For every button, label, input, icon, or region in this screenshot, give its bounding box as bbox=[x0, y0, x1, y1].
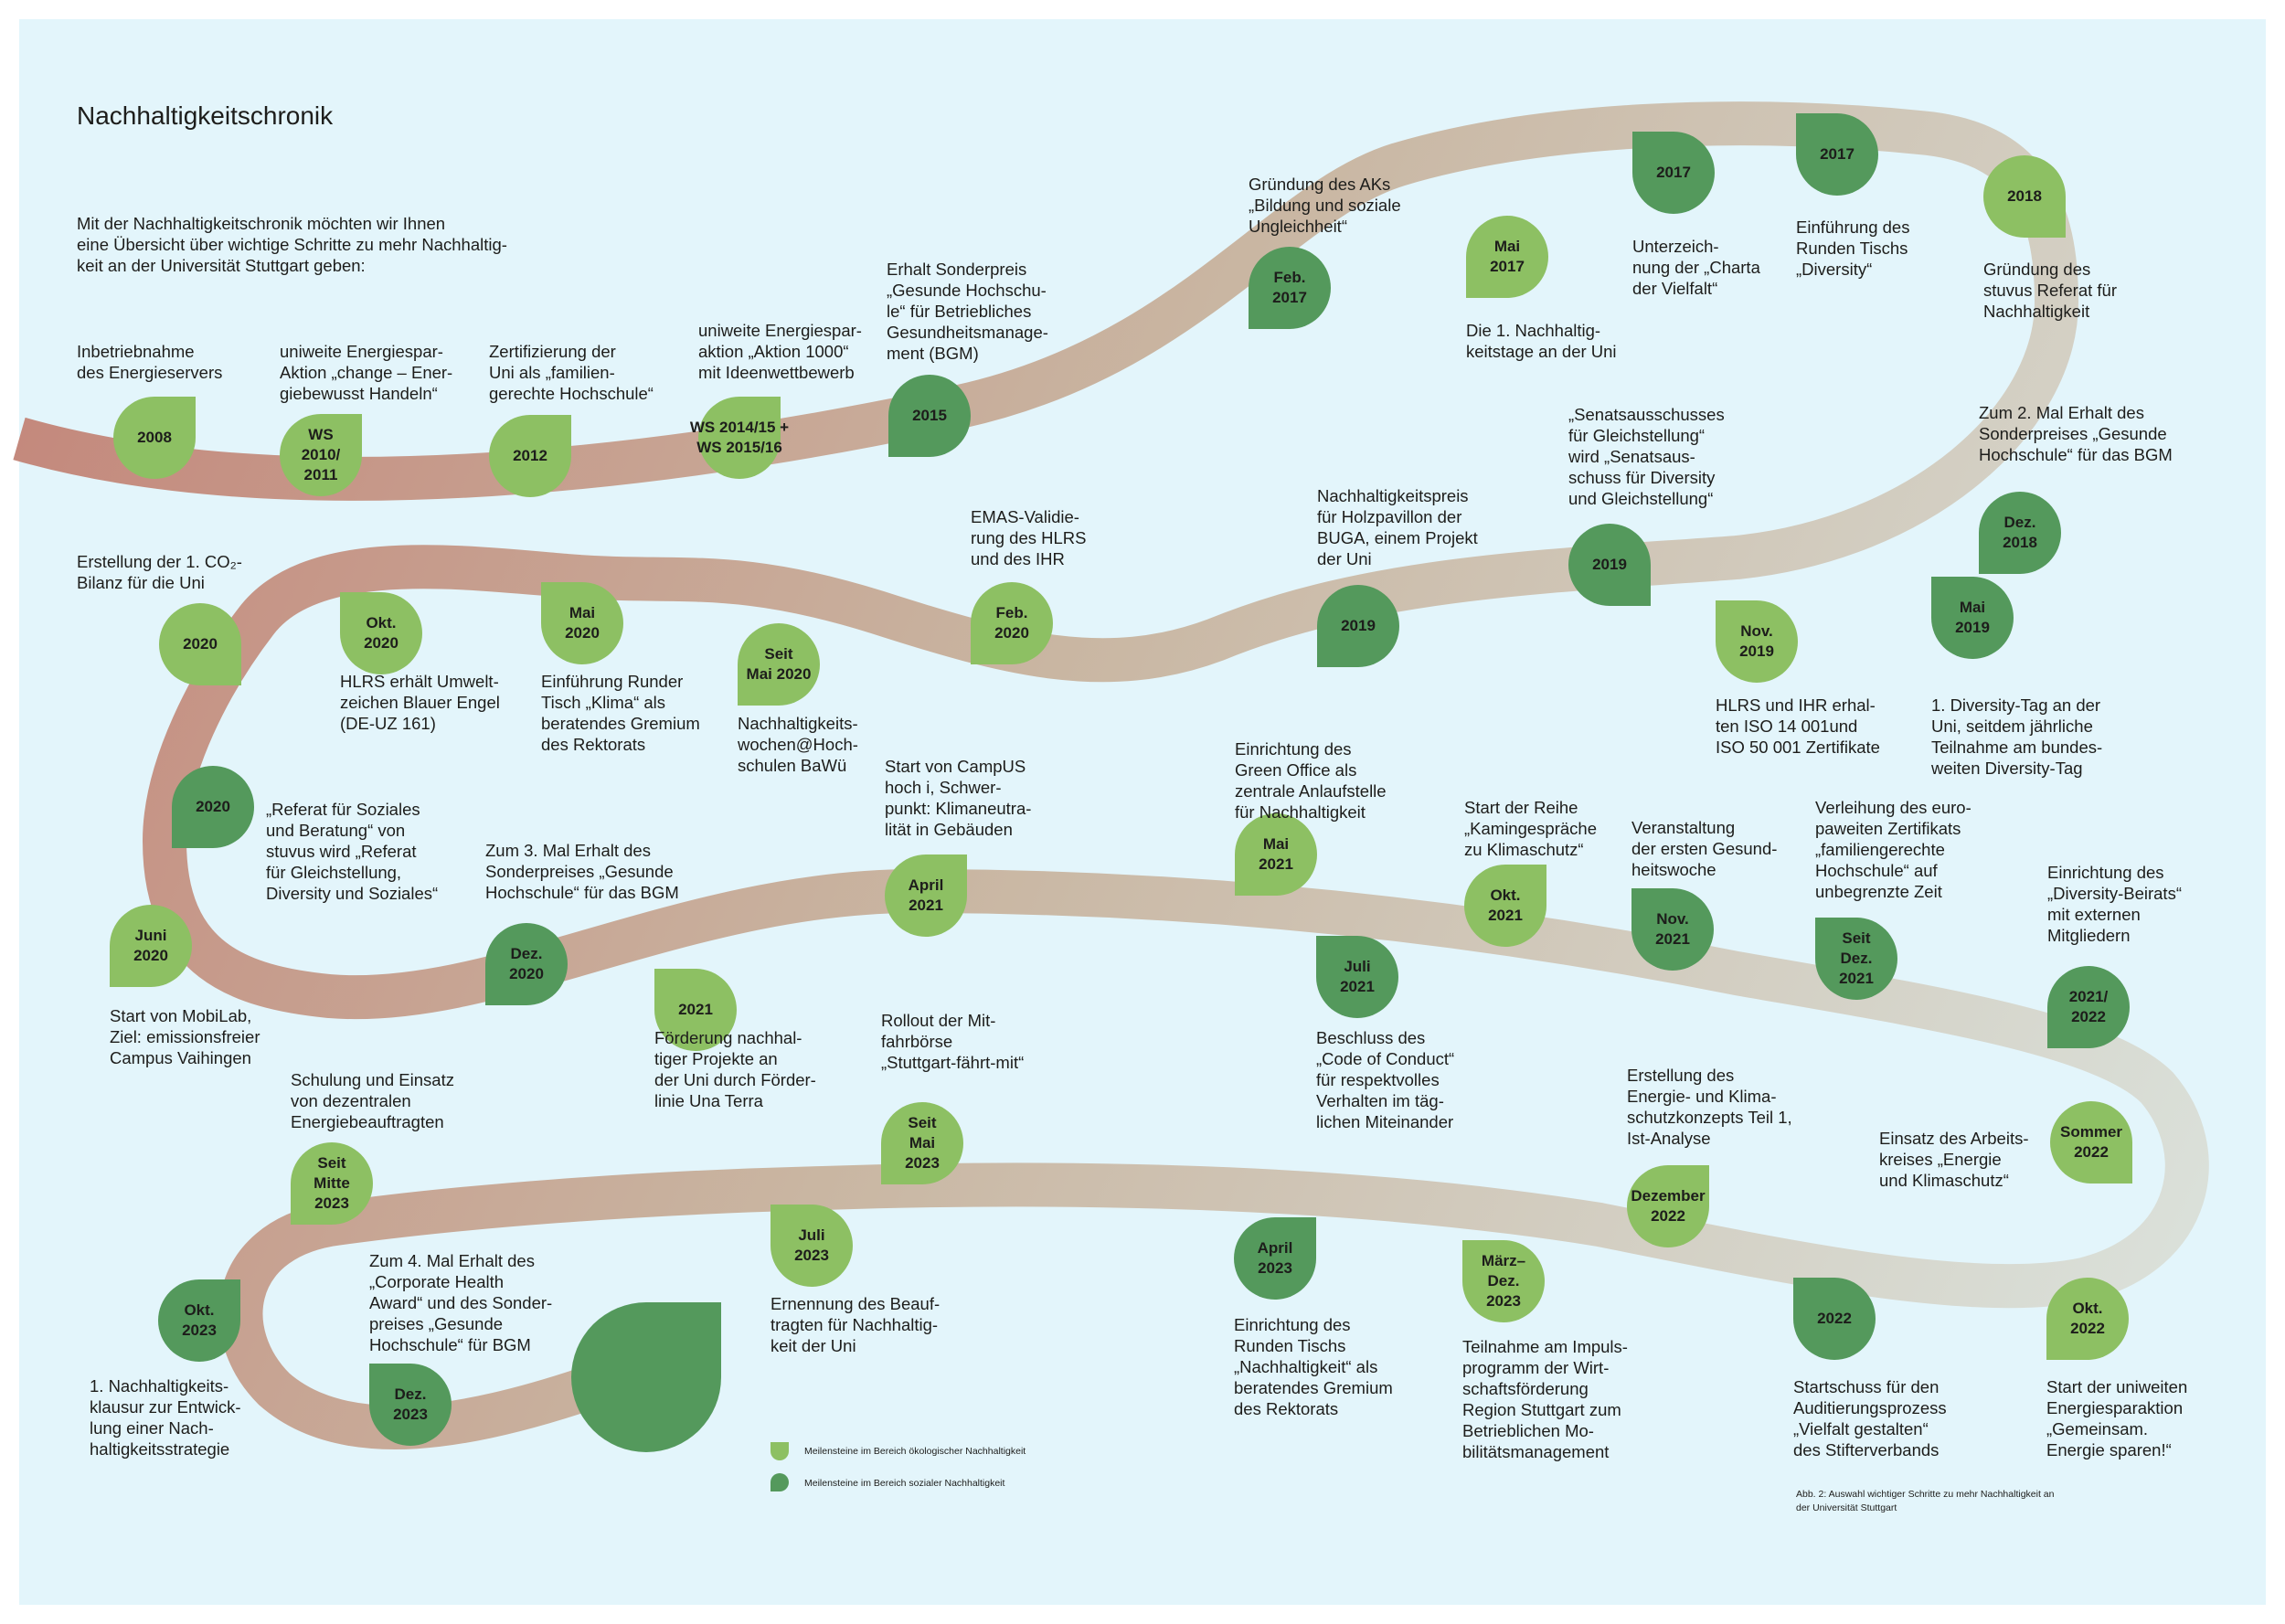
legend-ecological-label: Meilensteine im Bereich ökologischer Nac… bbox=[804, 1446, 1026, 1457]
intro-text: Mit der Nachhaltigkeitschronik möchten w… bbox=[77, 214, 507, 275]
milestone-marker: 2022 bbox=[1793, 1278, 1876, 1360]
milestone-description: uniweite Energiespar- Aktion „change – E… bbox=[280, 342, 453, 403]
milestone-description: Zum 3. Mal Erhalt des Sonderpreises „Ges… bbox=[485, 841, 679, 902]
milestone-marker: Mai 2017 bbox=[1466, 216, 1548, 298]
chronicle-panel bbox=[19, 19, 2266, 1605]
milestone-marker: Juli 2021 bbox=[1316, 936, 1398, 1018]
figure-caption: Abb. 2: Auswahl wichtiger Schritte zu me… bbox=[1796, 1489, 2055, 1513]
milestone-marker: Okt. 2021 bbox=[1464, 865, 1546, 947]
milestone-description: Nachhaltigkeits- wochen@Hoch- schulen Ba… bbox=[738, 714, 858, 775]
milestone-marker: 2021/ 2022 bbox=[2047, 966, 2130, 1048]
milestone-description: HLRS erhält Umwelt- zeichen Blauer Engel… bbox=[340, 672, 500, 733]
milestone-description: Inbetriebnahme des Energieservers bbox=[77, 342, 223, 382]
milestone-description: Zertifizierung der Uni als „familien- ge… bbox=[489, 342, 654, 403]
milestone-marker: Dez. 2020 bbox=[485, 923, 568, 1005]
milestone-description: Gründung des AKs „Bildung und soziale Un… bbox=[1249, 175, 1401, 236]
milestone-marker: Okt. 2023 bbox=[158, 1279, 240, 1362]
milestone-marker: Feb. 2017 bbox=[1249, 247, 1331, 329]
milestone-description: „Senatsausschusses für Gleichstellung“ w… bbox=[1568, 405, 1725, 508]
milestone-description: Rollout der Mit- fahrbörse „Stuttgart-fä… bbox=[881, 1011, 1025, 1072]
milestone-marker: 2017 bbox=[1796, 113, 1878, 196]
milestone-marker: Sommer 2022 bbox=[2050, 1101, 2132, 1184]
milestone-description: Nachhaltigkeitspreis für Holzpavillon de… bbox=[1317, 486, 1478, 568]
milestone-marker: 2015 bbox=[888, 375, 971, 457]
milestone-description: 1. Diversity-Tag an der Uni, seitdem jäh… bbox=[1931, 695, 2103, 778]
milestone-description: Veranstaltung der ersten Gesund- heitswo… bbox=[1631, 818, 1778, 879]
milestone-marker: Okt. 2020 bbox=[340, 592, 422, 674]
milestone-marker: 2019 bbox=[1568, 524, 1651, 606]
milestone-marker: 2008 bbox=[113, 397, 196, 479]
milestone-marker: Dez. 2023 bbox=[369, 1364, 452, 1446]
milestone-marker: April 2023 bbox=[1234, 1217, 1316, 1300]
page-title: Nachhaltigkeitschronik bbox=[77, 101, 334, 130]
milestone-description: Einführung des Runden Tischs „Diversity“ bbox=[1796, 218, 1910, 279]
milestone-description: Start der uniweiten Energiesparaktion „G… bbox=[2046, 1377, 2188, 1459]
milestone-description: Einführung Runder Tisch „Klima“ als bera… bbox=[541, 672, 700, 754]
milestone-marker: März– Dez. 2023 bbox=[1462, 1240, 1545, 1322]
milestone-description: Teilnahme am Impuls- programm der Wirt- … bbox=[1462, 1337, 1628, 1461]
milestone-description: Schulung und Einsatz von dezentralen Ene… bbox=[291, 1070, 454, 1131]
milestone-marker: Okt. 2022 bbox=[2046, 1278, 2129, 1360]
milestone-description: Start von CampUS hoch i, Schwer- punkt: … bbox=[885, 757, 1032, 839]
milestone-description: Start der Reihe „Kamingespräche zu Klima… bbox=[1464, 798, 1597, 859]
road-path bbox=[13, 101, 2209, 1449]
milestone-marker: Seit Mitte 2023 bbox=[291, 1142, 373, 1225]
milestone-description: Zum 2. Mal Erhalt des Sonderpreises „Ges… bbox=[1979, 403, 2173, 464]
milestone-description: Erstellung des Energie- und Klima- schut… bbox=[1627, 1066, 1792, 1148]
milestone-description: Einrichtung des Green Office als zentral… bbox=[1235, 739, 1387, 822]
milestone-marker: 2020 bbox=[159, 603, 241, 685]
milestone-marker: Seit Dez. 2021 bbox=[1815, 918, 1897, 1000]
milestone-marker: Nov. 2019 bbox=[1716, 600, 1798, 683]
legend-social-label: Meilensteine im Bereich sozialer Nachhal… bbox=[804, 1478, 1005, 1489]
milestone-marker: Feb. 2020 bbox=[971, 582, 1053, 664]
milestone-marker: 2020 bbox=[172, 766, 254, 848]
milestone-description: Ernennung des Beauf- tragten für Nachhal… bbox=[771, 1294, 941, 1355]
milestone-marker: 2018 bbox=[1983, 155, 2066, 238]
milestone-description: Einrichtung des Runden Tischs „Nachhalti… bbox=[1234, 1315, 1393, 1418]
milestone-description: „Referat für Soziales und Beratung“ von … bbox=[266, 800, 439, 903]
milestone-description: Start von MobiLab, Ziel: emissionsfreier… bbox=[110, 1006, 260, 1067]
ecological-leaf-icon bbox=[771, 1442, 789, 1460]
milestone-description: Startschuss für den Auditierungsprozess … bbox=[1793, 1377, 1947, 1459]
milestone-marker: Seit Mai 2020 bbox=[738, 623, 820, 706]
milestone-marker: WS 2014/15 + WS 2015/16 bbox=[690, 397, 789, 479]
milestone-description: uniweite Energiespar- aktion „Aktion 100… bbox=[698, 321, 862, 382]
milestone-description: Erhalt Sonderpreis „Gesunde Hochschu- le… bbox=[887, 260, 1048, 363]
milestone-marker: April 2021 bbox=[885, 854, 967, 937]
milestone-description: 1. Nachhaltigkeits- klausur zur Entwick-… bbox=[90, 1376, 241, 1459]
milestone-description: Beschluss des „Code of Conduct“ für resp… bbox=[1316, 1028, 1455, 1131]
milestone-description: HLRS und IHR erhal- ten ISO 14 001und IS… bbox=[1716, 695, 1880, 757]
milestone-description: Erstellung der 1. CO₂- Bilanz für die Un… bbox=[77, 552, 242, 592]
milestone-marker: Seit Mai 2023 bbox=[881, 1102, 963, 1184]
milestone-description: Gründung des stuvus Referat für Nachhalt… bbox=[1983, 260, 2118, 321]
milestone-marker: Dez. 2018 bbox=[1979, 492, 2061, 574]
milestone-marker: WS 2010/ 2011 bbox=[280, 414, 362, 496]
milestone-description: Die 1. Nachhaltig- keitstage an der Uni bbox=[1466, 321, 1617, 361]
milestone-description: Unterzeich- nung der „Charta der Vielfal… bbox=[1632, 237, 1760, 298]
social-leaf-icon bbox=[771, 1473, 789, 1491]
milestone-marker: Nov. 2021 bbox=[1631, 888, 1714, 971]
milestone-marker: Mai 2019 bbox=[1931, 577, 2014, 659]
end-drop-shape bbox=[571, 1302, 721, 1452]
milestone-marker: Dezember 2022 bbox=[1627, 1165, 1709, 1247]
milestone-marker: 2021 bbox=[654, 969, 737, 1051]
milestone-description: Einsatz des Arbeits- kreises „Energie un… bbox=[1879, 1129, 2029, 1190]
milestone-description: Förderung nachhal- tiger Projekte an der… bbox=[654, 1028, 816, 1110]
milestone-marker: Juni 2020 bbox=[110, 905, 192, 987]
milestone-marker: 2017 bbox=[1632, 132, 1715, 214]
milestone-marker: Mai 2020 bbox=[541, 582, 623, 664]
milestone-marker: Mai 2021 bbox=[1235, 813, 1317, 896]
milestone-description: Einrichtung des „Diversity-Beirats“ mit … bbox=[2047, 863, 2182, 945]
milestone-description: Zum 4. Mal Erhalt des „Corporate Health … bbox=[369, 1251, 553, 1354]
milestone-marker: 2019 bbox=[1317, 585, 1399, 667]
milestone-description: Verleihung des euro- paweiten Zertifikat… bbox=[1815, 798, 1971, 901]
milestone-marker: Juli 2023 bbox=[771, 1205, 853, 1287]
milestone-description: EMAS-Validie- rung des HLRS und des IHR bbox=[971, 507, 1087, 568]
milestone-marker: 2012 bbox=[489, 415, 571, 497]
